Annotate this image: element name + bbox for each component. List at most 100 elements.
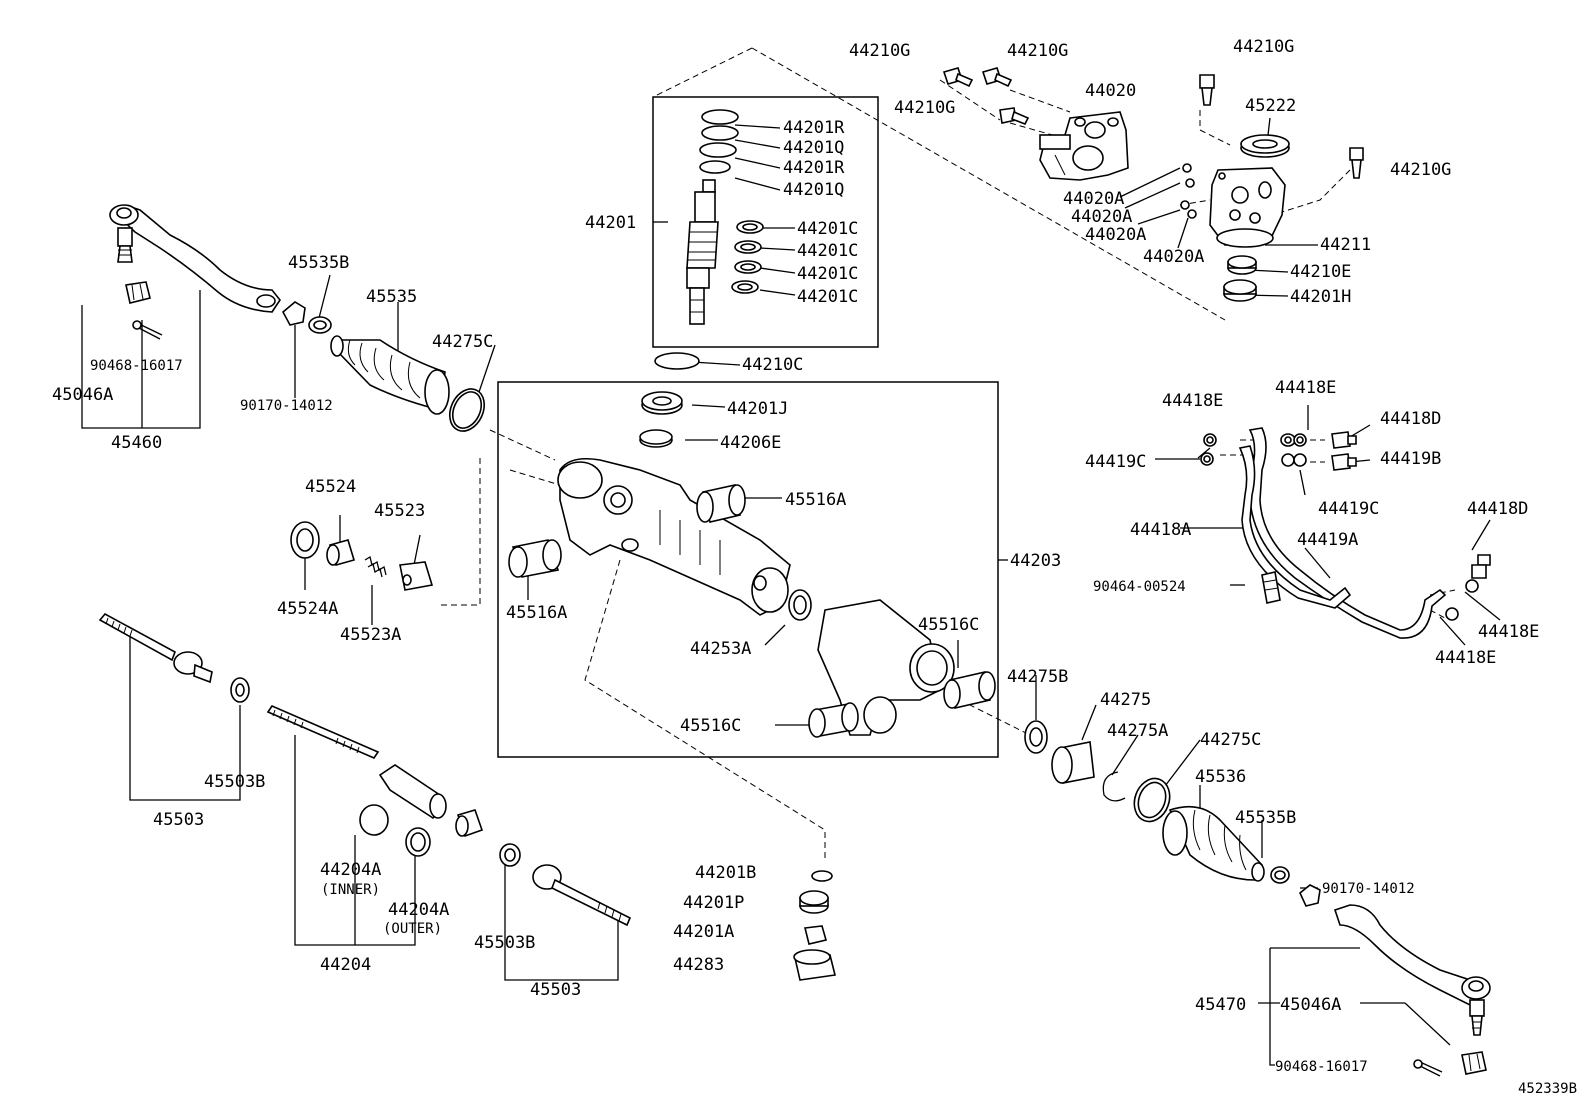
union-bolt-44418D-right <box>1471 554 1491 579</box>
seat-45523 <box>399 561 434 591</box>
label-44201J: 44201J <box>727 399 788 419</box>
label-44201Q-2: 44201Q <box>783 180 844 200</box>
label-44201R-1: 44201R <box>783 118 845 138</box>
label-44020A-4: 44020A <box>1143 247 1204 267</box>
label-45524A: 45524A <box>277 599 338 619</box>
clamp-44275C-left <box>448 388 486 432</box>
lock-nut-45524A <box>290 521 320 559</box>
label-44201C-4: 44201C <box>797 287 858 307</box>
cylinder-tube <box>817 599 955 736</box>
label-inner: (INNER) <box>321 882 380 898</box>
label-44204: 44204 <box>320 955 371 975</box>
label-44418E-1: 44418E <box>1162 391 1223 411</box>
label-45460: 45460 <box>111 433 162 453</box>
label-45535B-left: 45535B <box>288 253 349 273</box>
label-45535: 45535 <box>366 287 417 307</box>
label-90468-16017-right: 90468-16017 <box>1275 1059 1368 1075</box>
o-ring-44210C <box>654 352 700 370</box>
label-44418D-2: 44418D <box>1467 499 1528 519</box>
bushing-45516A-upper <box>696 484 746 523</box>
bearing-44210E <box>1227 255 1257 275</box>
bushing-44275B <box>1024 720 1048 754</box>
label-outer: (OUTER) <box>383 921 442 937</box>
seal-rings-44201C <box>731 220 764 294</box>
clamp-90464 <box>1261 571 1281 604</box>
label-45516A-upper: 45516A <box>785 490 846 510</box>
label-44201B: 44201B <box>695 863 756 883</box>
label-44201C-1: 44201C <box>797 219 858 239</box>
label-44201Q-1: 44201Q <box>783 138 844 158</box>
label-44275A: 44275A <box>1107 721 1168 741</box>
lock-washer-45503B-left <box>230 677 250 703</box>
label-45503B-right: 45503B <box>474 933 535 953</box>
control-valve-shaft <box>686 179 719 325</box>
label-44203: 44203 <box>1010 551 1061 571</box>
lock-washer-45503B-right <box>499 843 521 867</box>
label-45503-left: 45503 <box>153 810 204 830</box>
label-44211: 44211 <box>1320 235 1371 255</box>
bushing-44206E <box>639 429 673 448</box>
cap-44283 <box>793 949 836 981</box>
label-44418E-4: 44418E <box>1435 648 1496 668</box>
castle-nut-right <box>1461 1051 1487 1075</box>
part-labels: 44210G 44210G 44210G 44210G 44210G 44020… <box>52 37 1539 1075</box>
o-rings-44020A <box>1180 163 1197 219</box>
label-44210G-1: 44210G <box>849 41 910 61</box>
label-44275C-right: 44275C <box>1200 730 1261 750</box>
tie-rod-45503-right <box>532 864 632 927</box>
rack-end-stop <box>455 809 484 838</box>
union-bolt-44418D-upper <box>1331 431 1357 449</box>
clamp-45535B-left <box>308 316 332 334</box>
boot-45535-left <box>330 335 450 415</box>
label-44419C-2: 44419C <box>1318 499 1379 519</box>
label-44419C-1: 44419C <box>1085 452 1146 472</box>
label-44201P: 44201P <box>683 893 744 913</box>
pressure-tubes-44418A <box>1238 427 1447 639</box>
nut-44201A <box>804 925 827 945</box>
label-44210C: 44210C <box>742 355 803 375</box>
oil-seal-45222 <box>1240 117 1290 158</box>
tie-rod-end-left <box>109 204 281 313</box>
union-bolt-44419B <box>1331 453 1357 471</box>
bolts-44210G <box>942 67 1364 179</box>
label-45222: 45222 <box>1245 96 1296 116</box>
label-44418A: 44418A <box>1130 520 1191 540</box>
bushing-45516A-lower <box>508 539 562 578</box>
label-45046A-left: 45046A <box>52 385 113 405</box>
label-44210G-4: 44210G <box>1233 37 1294 57</box>
label-44418D-1: 44418D <box>1380 409 1441 429</box>
label-44419A: 44419A <box>1297 530 1358 550</box>
label-45503-right: 45503 <box>530 980 581 1000</box>
label-44201R-2: 44201R <box>783 158 845 178</box>
label-45516C-lower: 45516C <box>680 716 741 736</box>
control-valve-seals <box>699 109 739 174</box>
label-44418E-3: 44418E <box>1478 622 1539 642</box>
label-44275: 44275 <box>1100 690 1151 710</box>
label-44201A: 44201A <box>673 922 734 942</box>
label-45535B-right: 45535B <box>1235 808 1296 828</box>
diagram-code: 452339B <box>1518 1081 1577 1097</box>
label-44201C-3: 44201C <box>797 264 858 284</box>
label-44210G-5: 44210G <box>1390 160 1451 180</box>
label-44204A-outer: 44204A <box>388 900 449 920</box>
oil-seal-44201J <box>641 391 683 415</box>
bushing-45516C-lower <box>808 702 859 738</box>
bushing-45516C-right <box>943 671 996 709</box>
valve-body-44020 <box>1039 111 1129 181</box>
label-45516C-right: 45516C <box>918 615 979 635</box>
nuts-44418E-right <box>1445 579 1479 621</box>
label-90170-14012-right: 90170-14012 <box>1322 881 1415 897</box>
label-44201C-2: 44201C <box>797 241 858 261</box>
boot-45536 <box>1162 805 1265 882</box>
spring-45523A <box>364 555 387 578</box>
clamp-45535B-right <box>1270 866 1290 884</box>
nut-90170-left <box>281 301 306 326</box>
guide-45524 <box>326 539 356 566</box>
label-45046A-right: 45046A <box>1280 995 1341 1015</box>
label-44020A-1: 44020A <box>1063 189 1124 209</box>
label-44210G-2: 44210G <box>1007 41 1068 61</box>
label-44206E: 44206E <box>720 433 781 453</box>
tie-rod-45503-left <box>98 612 213 684</box>
cotter-pin-right <box>1413 1059 1443 1077</box>
